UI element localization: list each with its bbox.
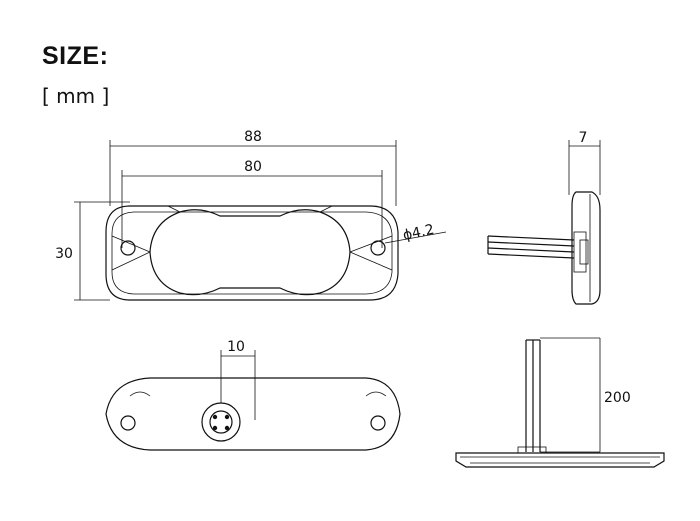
dim-30-label: 30	[55, 246, 73, 262]
dimension-88: 88	[109, 129, 397, 206]
unit-label: [ mm ]	[42, 84, 110, 108]
dim-80-label: 80	[244, 159, 262, 175]
back-view: 10	[105, 339, 401, 451]
mounting-hole-right	[370, 240, 386, 256]
size-title: SIZE:	[42, 42, 109, 70]
dimension-30: 30	[55, 201, 130, 301]
connector-inner	[209, 410, 233, 434]
front-view	[105, 205, 399, 301]
dim-7-label: 7	[579, 130, 588, 146]
dim-88-label: 88	[244, 129, 262, 145]
mounting-hole-left	[120, 240, 136, 256]
back-hole-left	[120, 415, 136, 431]
connector-outer	[201, 402, 241, 442]
cable-view: 200	[455, 337, 665, 468]
side-view: 7	[487, 130, 601, 305]
dimension-80: 80	[121, 159, 383, 248]
dim-200-label: 200	[604, 390, 631, 406]
dim-10-label: 10	[227, 339, 245, 355]
back-hole-right	[370, 415, 386, 431]
dim-hole-label: ϕ4.2	[402, 222, 436, 244]
dimension-hole: ϕ4.2	[384, 222, 447, 244]
